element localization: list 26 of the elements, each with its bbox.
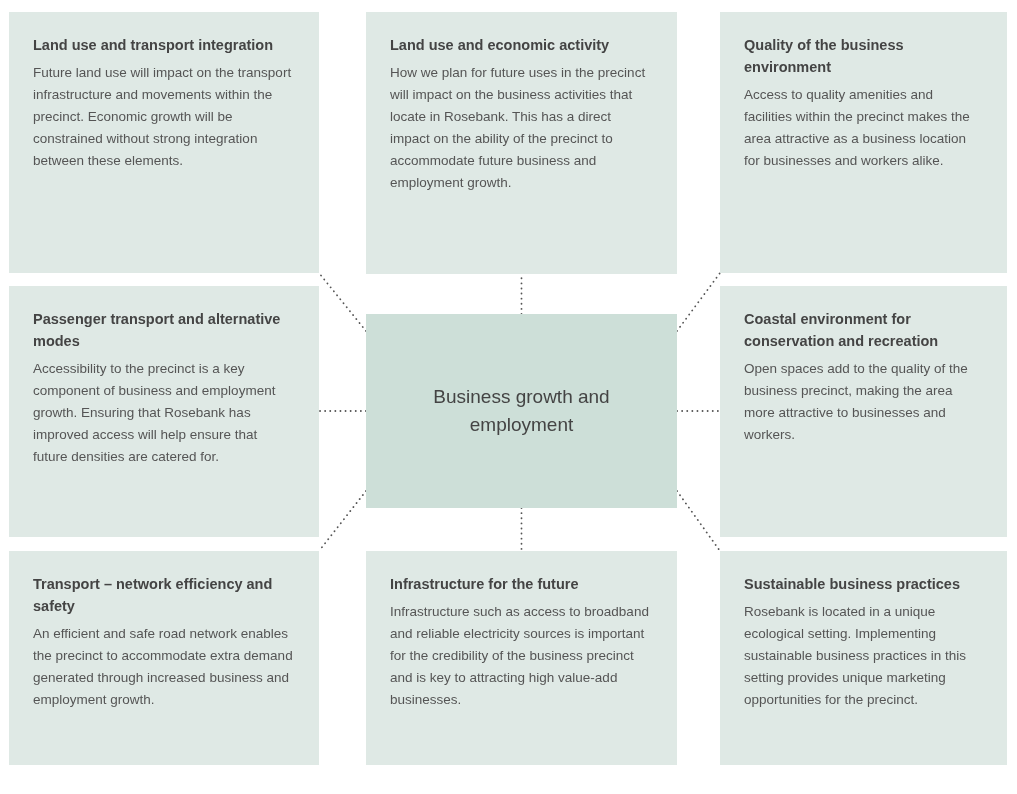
topic-description: Accessibility to the precinct is a key component of business and employment growth. Ensuring that Rosebank has improved access will help ensure that future densities are catered for.: [33, 360, 277, 466]
topic-description: An efficient and safe road network enables the precinct to accommodate extra demand generated through increased business and employment growth.: [33, 625, 294, 709]
topic-heading: Transport – network efficiency and safety: [33, 575, 274, 616]
topic-box: [366, 551, 677, 765]
topic-box: [720, 286, 1007, 537]
topic-box: [720, 551, 1007, 765]
topic-description: Access to quality amenities and facilities within the precinct makes the area attractive as a business location for businesses and workers alike.: [744, 86, 971, 170]
topic-heading: Quality of the business environment: [744, 36, 905, 77]
topic-box: [9, 551, 319, 765]
topic-box: [9, 12, 319, 273]
topic-heading: Sustainable business practices: [744, 575, 961, 594]
central-topic-title: Business growth and employment: [432, 385, 611, 437]
topic-box: [720, 12, 1007, 273]
topic-description: Infrastructure such as access to broadband and reliable electricity sources is important for the credibility of the business precinct and is key to attracting high value-add businesses.: [390, 603, 650, 709]
topic-heading: Infrastructure for the future: [390, 575, 580, 594]
topic-box: [366, 12, 677, 274]
topic-heading: Land use and transport integration: [33, 36, 275, 55]
topic-description: How we plan for future uses in the precinct will impact on the business activities that locate in Rosebank. This has a direct impact on the ability of the precinct to accommodate future business and employment growth.: [390, 64, 647, 192]
topic-heading: Coastal environment for conservation and recreation: [744, 310, 940, 351]
topic-heading: Passenger transport and alternative modes: [33, 310, 282, 351]
topic-heading: Land use and economic activity: [390, 36, 611, 55]
topic-description: Rosebank is located in a unique ecological setting. Implementing sustainable business practices in this setting provides unique marketing opportunities for the precinct.: [744, 603, 968, 709]
topic-description: Future land use will impact on the transport infrastructure and movements within the precinct. Economic growth will be constrained without strong integration between these elements.: [33, 64, 293, 170]
topic-description: Open spaces add to the quality of the business precinct, making the area more attractive to businesses and workers.: [744, 360, 969, 444]
topic-box: [9, 286, 319, 537]
central-topic-box: [366, 314, 677, 508]
